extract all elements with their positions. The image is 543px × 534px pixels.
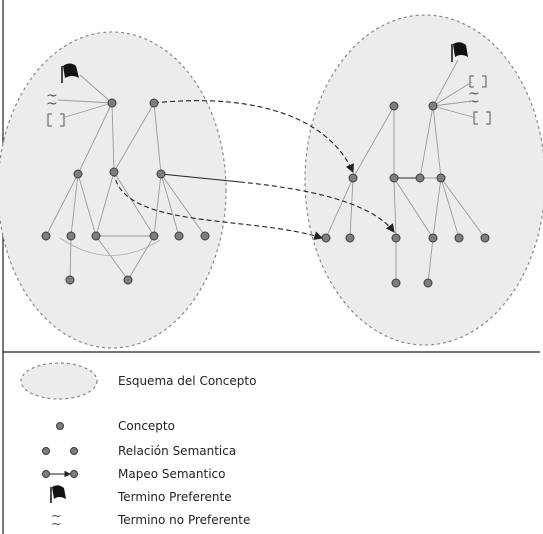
legend-concept-symbol: [56, 422, 64, 430]
concept-node: [109, 167, 119, 177]
right-non-preferred-term-bracket-icon-bottom: [473, 111, 491, 125]
concept-node: [107, 98, 117, 108]
legend-preferred-term-flag-icon: [50, 485, 66, 503]
concept-node: [389, 101, 399, 111]
concept-node: [174, 231, 184, 241]
left-preferred-term-flag-icon: [61, 63, 79, 83]
legend-scheme-symbol: [20, 362, 98, 400]
legend-label-non-preferred-term: Termino no Preferente: [118, 513, 251, 527]
svg-text:~: ~: [468, 86, 480, 102]
concept-node: [428, 233, 438, 243]
right-preferred-term-flag-icon: [451, 42, 468, 62]
legend-mapping-symbol: [42, 470, 78, 478]
legend-symbols: ~ ~: [20, 362, 98, 532]
concept-node: [149, 98, 159, 108]
concept-node: [321, 233, 331, 243]
left-concept-scheme: [0, 31, 227, 349]
concept-node: [391, 233, 401, 243]
left-semantic-relations: [45, 102, 206, 281]
right-term-links: [432, 59, 477, 119]
concept-node: [480, 233, 490, 243]
right-non-preferred-term-bracket-icon-top: [469, 75, 487, 88]
legend-label-semantic-mapping: Mapeo Semantico: [118, 467, 226, 481]
svg-text:~: ~: [46, 96, 58, 112]
left-non-preferred-term-bracket-icon: [47, 113, 65, 127]
concept-node: [389, 173, 399, 183]
left-concept-nodes: [41, 98, 210, 285]
semantic-mappings: [113, 100, 395, 240]
svg-text:~: ~: [46, 88, 58, 104]
concept-node: [423, 278, 433, 288]
legend-label-semantic-relation: Relación Semantica: [118, 444, 237, 458]
right-concept-nodes: [321, 101, 490, 288]
left-non-preferred-term-tilde-icon: ~ ~: [46, 88, 58, 112]
concept-node: [415, 173, 425, 183]
left-term-links: [57, 74, 113, 119]
legend-non-preferred-term-tilde-icon: ~ ~: [51, 509, 62, 532]
legend-label-preferred-term: Termino Preferente: [118, 490, 232, 504]
concept-node: [348, 173, 358, 183]
concept-node: [454, 233, 464, 243]
concept-node: [149, 231, 159, 241]
legend-label-concept: Concepto: [118, 419, 175, 433]
concept-node: [391, 278, 401, 288]
concept-node: [123, 275, 133, 285]
concept-node: [65, 275, 75, 285]
svg-text:~: ~: [51, 517, 62, 532]
concept-node: [66, 231, 76, 241]
concept-node: [91, 231, 101, 241]
concept-node: [200, 231, 210, 241]
concept-node: [345, 233, 355, 243]
legend-label-scheme: Esquema del Concepto: [118, 374, 257, 388]
concept-node: [428, 101, 438, 111]
legend-relation-symbol: [42, 447, 78, 455]
concept-node: [156, 169, 166, 179]
concept-node: [73, 169, 83, 179]
concept-node: [41, 231, 51, 241]
svg-text:~: ~: [51, 509, 62, 524]
right-non-preferred-term-tilde-icon: ~ ~: [468, 86, 480, 110]
svg-text:~: ~: [468, 94, 480, 110]
concept-node: [436, 173, 446, 183]
